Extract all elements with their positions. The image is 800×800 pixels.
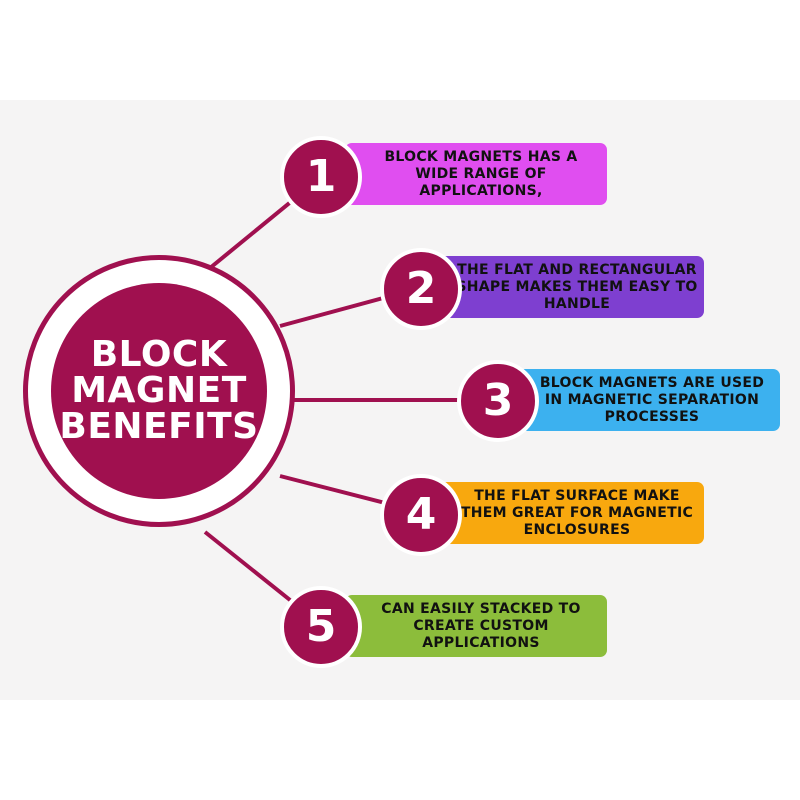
- hub-title-line-3: BENEFITS: [59, 406, 259, 447]
- benefit-4-number: 4: [405, 489, 437, 540]
- benefit-1-number-badge: 1: [280, 136, 362, 218]
- benefit-3-number: 3: [482, 375, 514, 426]
- benefit-5-number: 5: [305, 601, 337, 652]
- hub-circle: BLOCK MAGNET BENEFITS: [51, 283, 267, 499]
- benefit-2-number-badge: 2: [380, 248, 462, 330]
- hub-title: BLOCK MAGNET BENEFITS: [59, 337, 259, 445]
- hub-title-line-1: BLOCK: [90, 334, 228, 375]
- benefit-3-text: BLOCK MAGNETS ARE USED IN MAGNETIC SEPAR…: [539, 374, 765, 425]
- benefit-2-box: THE FLAT AND RECTANGULAR SHAPE MAKES THE…: [440, 256, 704, 318]
- hub-title-line-2: MAGNET: [71, 370, 247, 411]
- benefit-3-number-badge: 3: [457, 360, 539, 442]
- benefit-4-text: THE FLAT SURFACE MAKE THEM GREAT FOR MAG…: [460, 487, 694, 538]
- benefit-5-text: CAN EASILY STACKED TO CREATE CUSTOM APPL…: [381, 600, 581, 651]
- benefit-5-number-badge: 5: [280, 586, 362, 668]
- benefit-5-box: CAN EASILY STACKED TO CREATE CUSTOM APPL…: [345, 595, 607, 657]
- benefit-3-box: BLOCK MAGNETS ARE USED IN MAGNETIC SEPAR…: [514, 369, 780, 431]
- benefit-4-number-badge: 4: [380, 474, 462, 556]
- benefit-1-box: BLOCK MAGNETS HAS A WIDE RANGE OF APPLIC…: [345, 143, 607, 205]
- benefit-1-number: 1: [305, 151, 337, 202]
- benefit-1-text: BLOCK MAGNETS HAS A WIDE RANGE OF APPLIC…: [384, 148, 578, 199]
- benefit-4-box: THE FLAT SURFACE MAKE THEM GREAT FOR MAG…: [440, 482, 704, 544]
- benefit-2-number: 2: [405, 263, 437, 314]
- benefit-2-text: THE FLAT AND RECTANGULAR SHAPE MAKES THE…: [456, 261, 698, 312]
